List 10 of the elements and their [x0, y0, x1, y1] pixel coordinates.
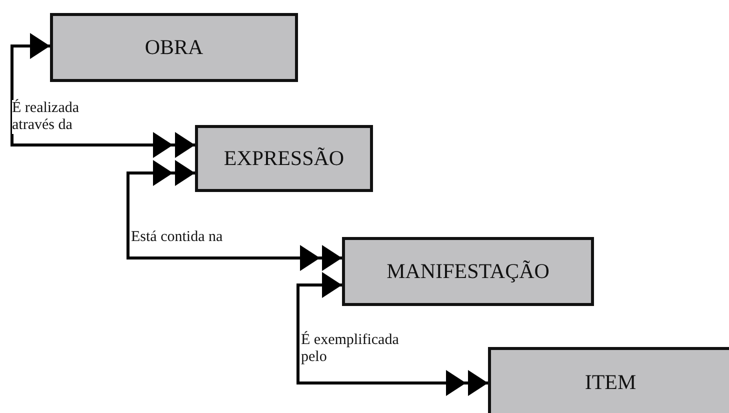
- entity-name: OBRA: [144, 35, 204, 60]
- entity-box: [488, 347, 729, 413]
- entity-name: EXPRESSÃO: [224, 146, 344, 171]
- entity-name: ITEM: [584, 370, 636, 394]
- entity-box: [50, 13, 298, 82]
- connector-arrow: [10, 33, 195, 158]
- entity-box: [195, 125, 373, 192]
- entity-name: MANIFESTAÇÃO: [386, 259, 550, 284]
- entity-box: [342, 237, 594, 306]
- connector-arrow: [296, 272, 488, 396]
